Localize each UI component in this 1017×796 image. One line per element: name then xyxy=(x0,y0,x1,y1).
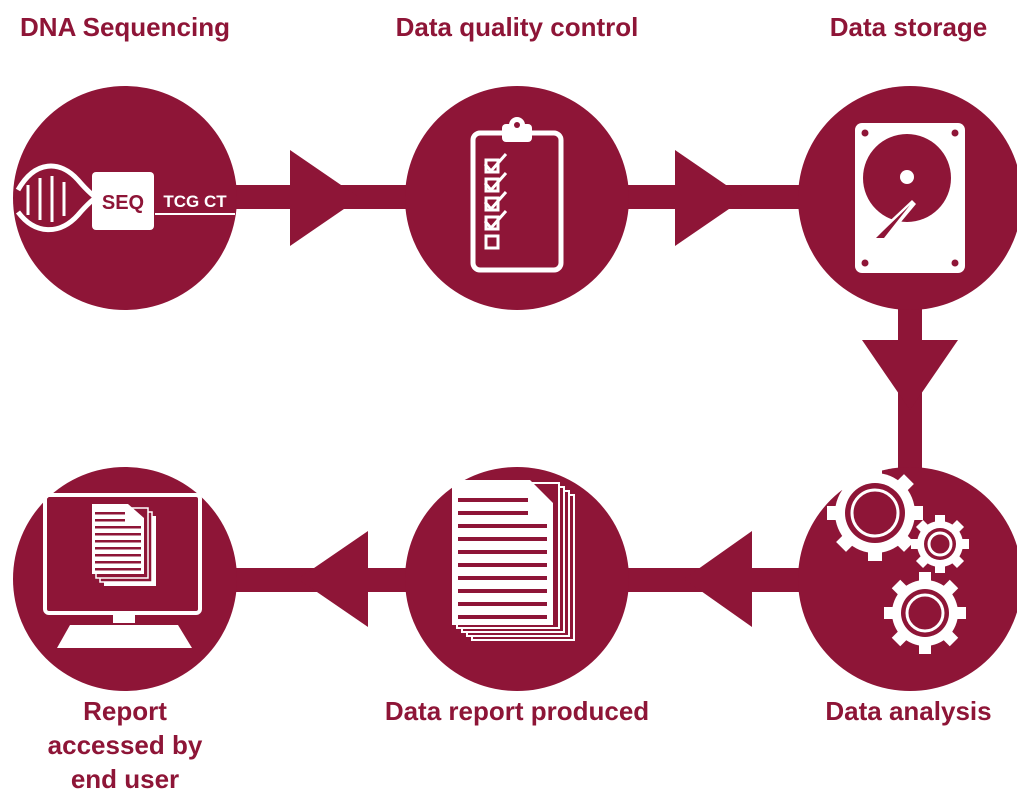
arrow-down xyxy=(862,340,958,410)
seq-badge xyxy=(92,172,154,230)
arrow-right-2 xyxy=(675,150,745,246)
label-data-analysis: Data analysis xyxy=(825,696,992,726)
arrow-left-2 xyxy=(298,531,368,627)
seq-badge-text: SEQ xyxy=(102,192,144,214)
label-data-quality-control: Data quality control xyxy=(395,12,639,42)
label-report-accessed-line-2: accessed by xyxy=(47,730,203,760)
arrow-right-1 xyxy=(290,150,360,246)
computer-monitor-icon xyxy=(43,493,202,648)
label-data-storage: Data storage xyxy=(829,12,988,42)
label-data-report-produced: Data report produced xyxy=(384,696,650,726)
dna-sequencing-icon: SEQ TCG CT xyxy=(15,163,235,233)
label-report-accessed: Report accessed by end user xyxy=(35,694,215,796)
arrow-left-1 xyxy=(684,531,752,627)
clipboard-checklist-icon xyxy=(470,117,564,273)
label-report-accessed-line-3: end user xyxy=(70,764,180,794)
documents-icon xyxy=(452,480,575,641)
seq-sequence-text: TCG CT xyxy=(163,192,227,211)
label-dna-sequencing: DNA Sequencing xyxy=(20,12,230,42)
label-report-accessed-line-1: Report xyxy=(83,696,167,726)
gears-icon xyxy=(827,465,969,654)
hard-drive-icon xyxy=(855,123,965,273)
node-data-quality-control xyxy=(405,86,629,310)
